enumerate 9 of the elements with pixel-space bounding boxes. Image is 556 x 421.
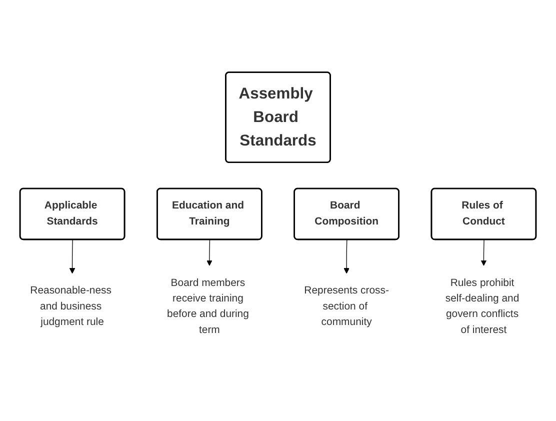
arrow xyxy=(206,240,212,266)
arrow xyxy=(480,240,487,266)
diagram: Assembly Board Standards Applicable Standards Education and Training Board Composition Rules of Conduct Reasonable-ness and business judgment rule Board members receive training before and during term Represents cross-section of community Rules prohibit self-dealing and govern conflicts of interest xyxy=(5,67,551,354)
node-text: Rules prohibit self-dealing and govern conflicts of interest xyxy=(445,278,520,336)
node-text: Reasonable-ness and business judgment rule xyxy=(30,286,112,328)
arrow xyxy=(344,240,350,274)
node-text: Board members receive training before and during term xyxy=(167,278,249,336)
arrow xyxy=(69,240,76,274)
node-text: Represents cross-section of community xyxy=(304,286,389,328)
